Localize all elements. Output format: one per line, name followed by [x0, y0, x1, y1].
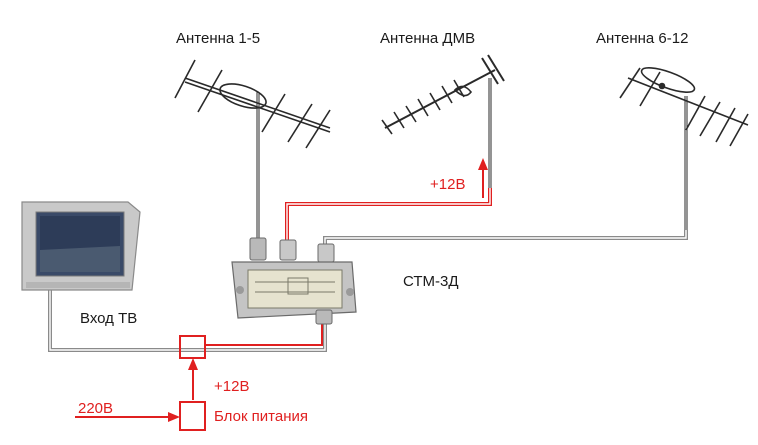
plus12-top-label: +12В: [430, 176, 466, 193]
tv-icon: [21, 201, 141, 291]
amplifier-icon: [231, 237, 357, 325]
antenna-6-12-label: Антенна 6-12: [596, 30, 689, 47]
antenna-1-5-icon: [174, 59, 331, 248]
antenna-dmv-label: Антенна ДМВ: [380, 30, 476, 47]
antenna-1-5-label: Антенна 1-5: [176, 30, 261, 47]
antenna-6-12-icon: [619, 67, 749, 232]
antenna-dmv-icon: [381, 54, 505, 190]
cables: [48, 230, 688, 352]
stm-label: СТМ-3Д: [403, 273, 459, 290]
plus12-bottom-label: +12В: [214, 378, 250, 395]
power-unit-label: Блок питания: [214, 408, 308, 425]
dc-feed-lines: [75, 158, 492, 431]
mains-label: 220В: [78, 400, 114, 417]
tv-input-label: Вход ТВ: [80, 310, 138, 327]
